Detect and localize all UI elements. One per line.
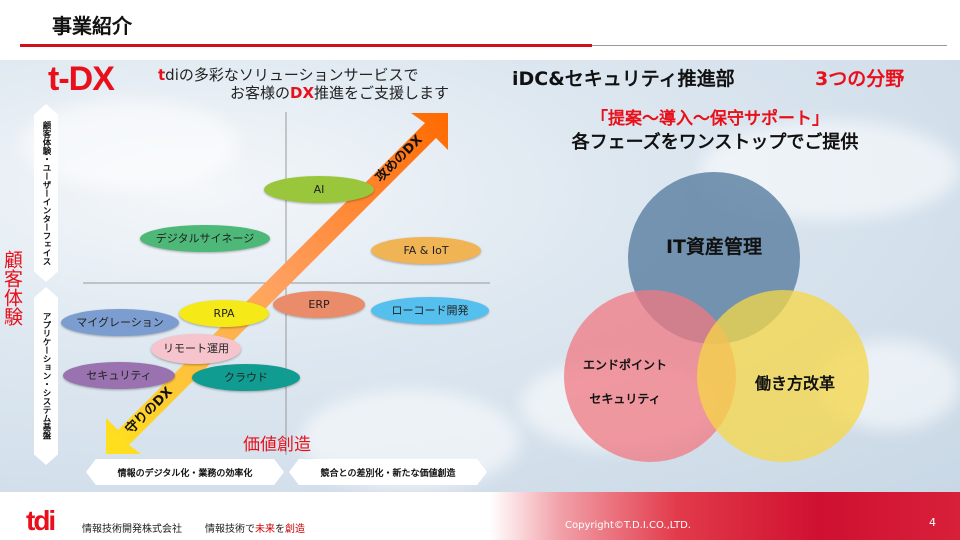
- copyright: Copyright©T.D.I.CO.,LTD.: [565, 520, 691, 531]
- item-low-code: ローコード開発: [371, 297, 489, 324]
- it-asset-label: IT資産管理: [665, 236, 763, 258]
- page-title: 事業紹介: [52, 14, 132, 38]
- item-fa-iot: FA & IoT: [371, 237, 481, 264]
- item-erp: ERP: [273, 291, 365, 318]
- item-ai: AI: [264, 176, 374, 203]
- security-label: セキュリティ: [589, 392, 661, 406]
- title-underline: [20, 44, 592, 47]
- dx-matrix: [83, 112, 490, 455]
- item-security: セキュリティ: [63, 362, 175, 389]
- one-stop-text: 各フェーズをワンストップでご提供: [571, 132, 859, 153]
- endpoint-label: エンドポイント: [582, 358, 667, 372]
- tagline-line1: tdiの多彩なソリューションサービスで: [158, 66, 419, 84]
- item-migration: マイグレーション: [61, 309, 179, 336]
- three-fields-label: 3つの分野: [815, 68, 905, 90]
- dx-arrow: [106, 113, 448, 454]
- item-cloud: クラウド: [192, 364, 300, 391]
- t-dx-logo: t-DX: [48, 60, 115, 98]
- footer-band: [490, 492, 960, 540]
- service-phases: 「提案～導入～保守サポート」: [591, 109, 829, 129]
- title-divider: [592, 45, 947, 46]
- x-axis-label: 価値創造: [243, 435, 311, 455]
- item-remote-ops: リモート運用: [151, 334, 241, 364]
- slogan: 情報技術で未来を創造: [205, 524, 305, 535]
- axis-top-label: 顧客体験・ユーザーインターフェイス: [34, 104, 58, 282]
- circle-work-style: [697, 290, 869, 462]
- company-name: 情報技術開発株式会社: [82, 524, 182, 535]
- bottom-label-right: 競合との差別化・新たな価値創造: [289, 459, 487, 485]
- tagline-line2: お客様のDX推進をご支援します: [230, 84, 450, 102]
- item-rpa: RPA: [179, 300, 269, 327]
- axis-bottom-label: アプリケーション・システム基盤: [34, 287, 58, 465]
- page-number: 4: [929, 516, 936, 529]
- tdi-logo: tdi: [26, 505, 56, 536]
- department-title: iDC&セキュリティ推進部: [512, 68, 735, 90]
- item-digital-signage: デジタルサイネージ: [140, 225, 270, 252]
- y-axis-label: 顧客体験: [1, 250, 23, 326]
- work-style-label: 働き方改革: [754, 374, 835, 393]
- bottom-label-left: 情報のデジタル化・業務の効率化: [86, 459, 284, 485]
